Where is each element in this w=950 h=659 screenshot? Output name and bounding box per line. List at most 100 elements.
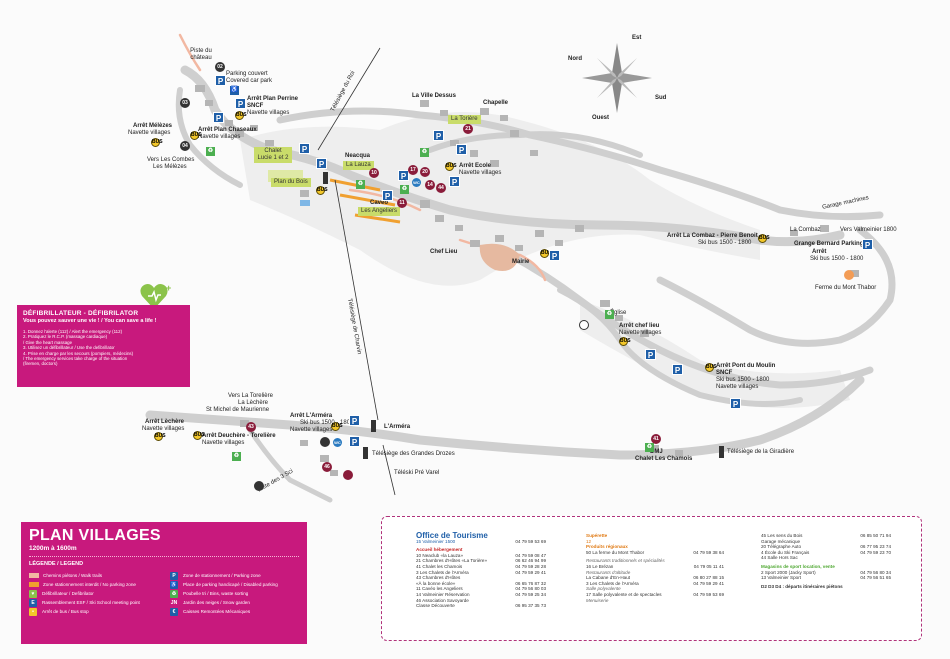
label-neacqua: Neacqua (345, 153, 371, 159)
building (575, 225, 584, 232)
bus-stop-icon: BUS (705, 363, 717, 372)
directory-col-2: Supérette 12 Produits régionaux 50 La fe… (586, 533, 724, 603)
legend-item: Zone stationnement interdit / No parking… (29, 580, 158, 589)
legend-title: PLAN VILLAGES (29, 527, 161, 544)
building (195, 85, 205, 92)
label-grange-bernard: Grange Bernard Parking (794, 241, 864, 247)
compass-rose (582, 43, 652, 113)
bin-icon: ♻ (356, 180, 365, 189)
building (320, 455, 329, 462)
directory-entry: «À la bonne école»06 65 76 87 32 (416, 580, 546, 586)
building (300, 440, 308, 446)
label-ferme-mont-thabor: Ferme du Mont Thabor (815, 285, 877, 291)
no-parking-zone (329, 178, 381, 192)
mairie-area (479, 243, 520, 271)
legend-item: ♿ Place de parking handicapé / Disabled p… (170, 580, 299, 589)
building (450, 140, 459, 146)
directory-entry: Garage mécanique (761, 538, 801, 544)
ski-lift-prevarel (382, 444, 396, 496)
disabled-parking-icon: ♿ (230, 86, 239, 95)
marker-44: 44 (436, 183, 446, 193)
defib-step: (firemen, doctors) (23, 361, 58, 367)
terrain-area (240, 112, 760, 286)
legend-label: Défibrillateur / Defibrilator (42, 591, 94, 596)
label-arret-melezes: Arrêt Mélèzes (133, 123, 173, 129)
office-title: Office de Tourisme (416, 531, 488, 540)
compass-south: Sud (655, 95, 667, 101)
produits-heading: Produits régionaux (586, 544, 628, 550)
label-piste-chateau: Piste du château (190, 48, 212, 61)
legend-label: Caisses Remontées Mécaniques (183, 609, 251, 614)
label-navette-ecole: Navette villages (459, 170, 502, 176)
parking-icon: P (299, 143, 310, 154)
bus-stop-icon: BUS (193, 431, 205, 440)
road (276, 107, 884, 221)
marker-46: 46 (322, 462, 332, 472)
label-navette-plan-chaseaux: Navette villages (198, 134, 241, 140)
label-telesiege-giradiere: Télésiège de la Giradière (727, 449, 795, 455)
bus-stop-icon: BUS (151, 138, 163, 147)
legend-heading: LÉGENDE / LEGEND (29, 561, 84, 567)
ski-lift-station-icon (323, 172, 328, 184)
defib-step: 1. Donnez l'alerte (112) / Alert the eme… (23, 329, 123, 334)
superette-number: 12 (586, 538, 592, 544)
building (300, 190, 309, 197)
legend-symbol: ♻ (170, 589, 178, 598)
label-st-michel: St Michel de Maurienne (206, 407, 270, 413)
legend-label: Jardin des neiges / Snow garden (183, 600, 250, 605)
marker-17: 17 (408, 165, 418, 175)
parking-icon: P (316, 158, 327, 169)
resto-heading: Restaurants traditionnels et spécialités (586, 558, 665, 564)
label-arret-combaz: Arrêt La Combaz - Pierre Benoit (667, 233, 758, 239)
compass-north: Nord (568, 56, 582, 62)
ski-lift-charvin (334, 179, 379, 421)
defib-step: / Give the heart massage (23, 339, 73, 345)
directory-box: Office de Tourisme 15 Valmeinier 1500 04… (381, 516, 922, 641)
label-navette-plan-perrine: Navette villages (247, 110, 290, 116)
legend-label: Place de parking handicapé / Disabled pa… (183, 582, 278, 587)
label-navette-pont: Navette villages (716, 384, 759, 390)
legend-symbol: • (29, 607, 37, 616)
defib-step: 3. Utilisez un défibrillateur / Use the … (23, 345, 115, 351)
building (205, 100, 213, 106)
directory-entry: 21 Chambres d'Hôtes «La Torière»06 62 46… (416, 558, 546, 564)
legend-symbol: € (170, 607, 178, 616)
legend-symbol (29, 573, 39, 578)
legend-symbol: E (29, 598, 37, 607)
building (235, 130, 244, 137)
accueil-heading: Accueil hébergement (416, 547, 463, 553)
directory-entry: 2 Sport 2000 (Jacky Sport)04 79 56 80 34 (761, 569, 891, 575)
label-navette-deuchere: Navette villages (202, 440, 245, 446)
parking-icon: P (645, 349, 656, 360)
legend-symbol: ♿ (170, 580, 178, 589)
legend-altitude: 1200m à 1600m (29, 545, 77, 552)
bus-stop-icon: BUS (758, 234, 770, 243)
office-line: 15 Valmeinier 1500 04 79 59 53 69 (416, 538, 546, 544)
bus-stop-icon: BUS (540, 249, 552, 258)
label-navette-armera: Navette villages (290, 427, 333, 433)
legend-symbol (29, 582, 39, 587)
label-skibus-pont: Ski bus 1500 - 1800 (716, 377, 770, 383)
building (420, 100, 429, 107)
label-navette-chef-lieu: Navette villages (619, 330, 662, 336)
directory-entry: 44 Salle Hors Sac (761, 555, 798, 561)
legend-item: Chemins piétons / Walk trails (29, 571, 158, 580)
legend-item: ♻Poubelle tri / Bins, waste sorting (170, 589, 299, 598)
label-sncf-pont: SNCF (716, 370, 733, 376)
road (247, 427, 333, 503)
magasins-heading: Magasins de sport location, vente (761, 563, 835, 569)
legend-label: Chemins piétons / Walk trails (43, 573, 103, 578)
parking-icon: P (349, 436, 360, 447)
label-la-lauza: La Lauza (343, 161, 374, 170)
church-icon (579, 320, 589, 330)
building (435, 215, 444, 222)
building (850, 270, 859, 277)
